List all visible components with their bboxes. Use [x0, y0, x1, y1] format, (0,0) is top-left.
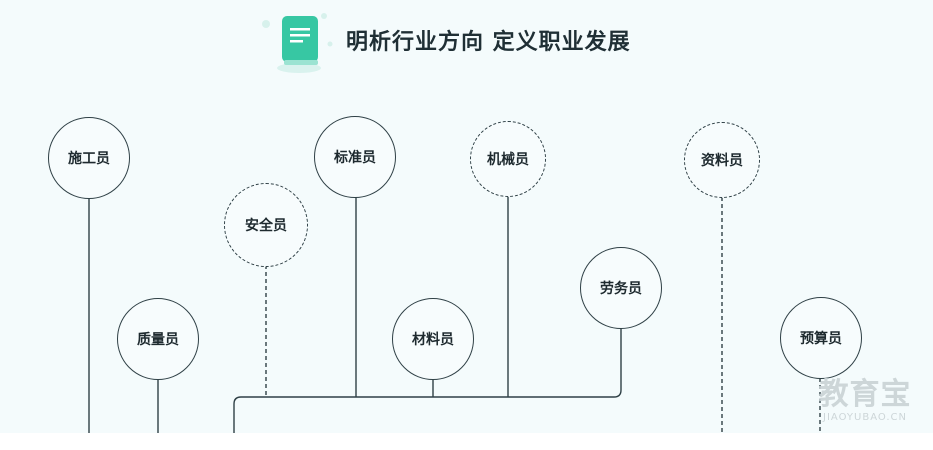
node-materials: 材料员: [392, 298, 474, 380]
node-construction: 施工员: [48, 117, 130, 199]
watermark: 教育宝 JIAOYUBAO.CN: [800, 378, 930, 430]
document-icon: [262, 13, 333, 73]
node-documents: 资料员: [684, 122, 760, 198]
bottom-band: [0, 433, 933, 450]
page-title: 明析行业方向 定义职业发展: [346, 30, 631, 55]
watermark-url: JIAOYUBAO.CN: [823, 412, 907, 423]
node-standard: 标准员: [314, 116, 396, 198]
node-labor: 劳务员: [580, 247, 662, 329]
node-budget: 预算员: [780, 297, 862, 379]
node-machinery: 机械员: [470, 121, 546, 197]
node-quality: 质量员: [117, 298, 199, 380]
header: 明析行业方向 定义职业发展: [258, 10, 678, 73]
node-safety: 安全员: [224, 183, 308, 267]
watermark-logo: 教育宝: [818, 377, 912, 412]
